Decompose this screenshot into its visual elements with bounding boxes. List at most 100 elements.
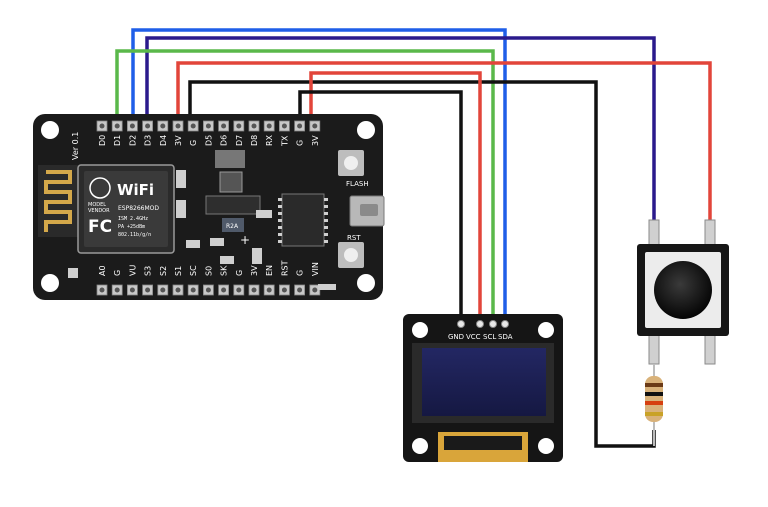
resistor-smd [222, 218, 244, 232]
bottom-pin-hole [175, 287, 181, 293]
oled-mount-hole [538, 322, 554, 338]
bottom-pin-hole [297, 287, 303, 293]
bottom-pin-hole [266, 287, 272, 293]
top-pin-hole [205, 123, 211, 129]
oled-pin-label: VCC [466, 333, 481, 341]
top-pin-hole [236, 123, 242, 129]
top-pin-label: 3V [311, 135, 320, 146]
chip-leg [324, 233, 328, 236]
smd-component [256, 210, 272, 218]
bottom-pin-label: G [235, 270, 244, 276]
bottom-pin-hole [114, 287, 120, 293]
button-leg [704, 219, 716, 247]
regulator-tab [215, 150, 245, 168]
wire-button-red [176, 61, 712, 220]
chip-leg [278, 212, 282, 215]
chip-leg [278, 233, 282, 236]
top-pin-label: D2 [128, 135, 137, 146]
top-pin-label: D7 [235, 135, 244, 146]
bottom-pin-hole [251, 287, 257, 293]
oled-flex-connector [444, 436, 522, 450]
module-std-label: 802.11b/g/n [118, 232, 151, 238]
chip-leg [324, 198, 328, 201]
chip-leg [324, 205, 328, 208]
oled-pin-hole [457, 320, 465, 328]
micro-usb-socket [360, 204, 378, 216]
flash-label: FLASH [346, 180, 369, 188]
top-pin-label: G [296, 140, 305, 146]
top-pin-label: G [189, 140, 198, 146]
top-pin-hole [175, 123, 181, 129]
module-ism-label: ISM 2.4GHz [118, 216, 148, 222]
chip-leg [324, 212, 328, 215]
bottom-pin-hole [312, 287, 318, 293]
mount-hole [41, 274, 59, 292]
smd-component [210, 238, 224, 246]
button-leg [648, 333, 660, 365]
bottom-pin-label: A0 [98, 265, 107, 276]
top-pin-hole [297, 123, 303, 129]
oled-pin-label: GND [448, 333, 464, 341]
reset-button-cap [344, 248, 358, 262]
wire-scl-green [115, 49, 495, 323]
smd-component [252, 248, 262, 264]
top-pin-hole [129, 123, 135, 129]
smd-component [205, 195, 261, 215]
module-vendor-label: VENDOR [88, 208, 110, 214]
bottom-pin-label: RST [280, 260, 289, 276]
top-pin-hole [266, 123, 272, 129]
resistor-component [645, 364, 663, 446]
top-pin-label: D1 [113, 135, 122, 146]
rst-label: RST [347, 234, 361, 242]
wifi-logo-text: WiFi [117, 181, 154, 199]
oled-screen [422, 348, 546, 416]
push-button-cap[interactable] [654, 261, 712, 319]
bottom-pin-label: S2 [159, 266, 168, 276]
bottom-pin-hole [236, 287, 242, 293]
wire-vcc-red [309, 71, 482, 323]
bottom-pin-hole [281, 287, 287, 293]
top-pin-hole [190, 123, 196, 129]
top-pin-hole [281, 123, 287, 129]
top-pin-label: D0 [98, 135, 107, 146]
bottom-pin-hole [190, 287, 196, 293]
top-pin-label: D4 [159, 135, 168, 146]
top-pin-label: D8 [250, 135, 259, 146]
resistor-body [645, 376, 663, 422]
bottom-pin-hole [129, 287, 135, 293]
oled-pin-hole [489, 320, 497, 328]
plus-mark: + [240, 233, 250, 247]
resistor-code-label: R2A [226, 223, 239, 230]
chip-legs [278, 198, 328, 243]
bottom-pin-hole [160, 287, 166, 293]
bottom-pin-label: EN [265, 265, 274, 276]
bottom-pin-hole [221, 287, 227, 293]
mount-hole [357, 121, 375, 139]
bottom-pin-label: VIN [311, 262, 320, 276]
resistor-band [645, 412, 663, 416]
button-leg [704, 333, 716, 365]
smd-component [68, 268, 78, 278]
oled-mount-hole [538, 438, 554, 454]
bottom-pin-hole [145, 287, 151, 293]
top-pin-hole [114, 123, 120, 129]
top-pin-label: TX [280, 135, 289, 147]
mount-hole [357, 274, 375, 292]
module-name-label: ESP8266MOD [118, 205, 159, 212]
smd-component [176, 170, 186, 188]
smd-component [186, 240, 200, 248]
bottom-pin-label: G [296, 270, 305, 276]
bottom-pin-label: S0 [204, 266, 213, 276]
resistor-band [645, 383, 663, 387]
push-button-component [637, 219, 729, 365]
resistor-band [645, 401, 663, 405]
oled-pin-label: SDA [498, 333, 513, 341]
oled-mount-hole [412, 322, 428, 338]
button-leg [648, 219, 660, 247]
wire-sda-blue [131, 28, 507, 323]
